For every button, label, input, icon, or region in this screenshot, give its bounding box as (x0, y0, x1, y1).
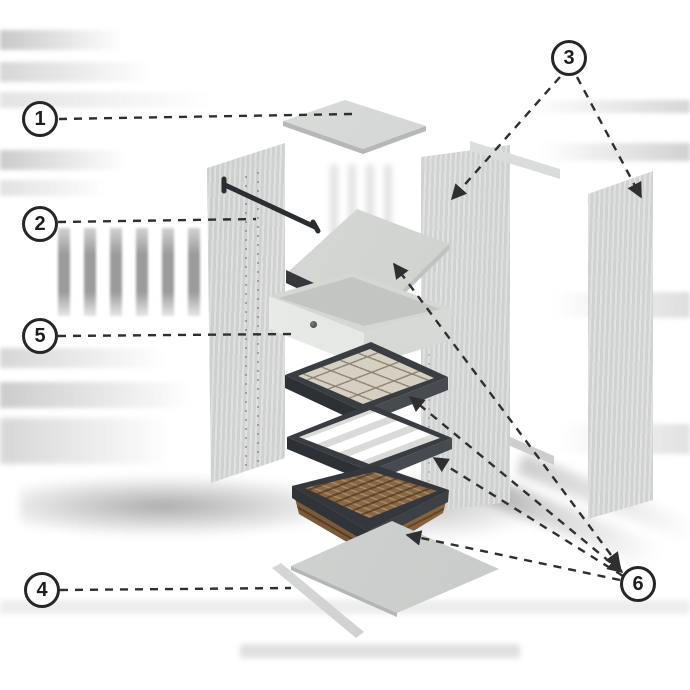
callout-1-number: 1 (34, 107, 46, 130)
leader-line-5 (57, 332, 295, 338)
leader-line-6c (432, 456, 624, 578)
callout-3-number: 3 (563, 46, 575, 69)
leader-line-1 (58, 112, 353, 121)
leader-line-3a (450, 76, 561, 201)
callout-1[interactable]: 1 (22, 101, 58, 137)
leader-line-6a (393, 262, 621, 569)
callout-5[interactable]: 5 (22, 318, 58, 354)
shelf-pin-holes (257, 172, 259, 464)
leader-line-6b (408, 396, 624, 573)
callout-5-number: 5 (34, 324, 46, 347)
callout-4[interactable]: 4 (24, 572, 60, 608)
callout-2-number: 2 (34, 212, 46, 235)
hanging-rod (221, 176, 321, 234)
callout-4-number: 4 (36, 578, 48, 601)
callout-3[interactable]: 3 (551, 40, 587, 76)
leader-line-3b (575, 76, 643, 199)
leader-line-2 (57, 217, 257, 224)
leader-line-6d (405, 530, 621, 582)
callout-2[interactable]: 2 (22, 206, 58, 242)
drawer-knob (310, 321, 317, 328)
leader-line-4 (59, 586, 292, 592)
callout-6[interactable]: 6 (620, 566, 656, 602)
shelf-pin-holes (245, 176, 247, 466)
callout-6-number: 6 (632, 572, 644, 595)
